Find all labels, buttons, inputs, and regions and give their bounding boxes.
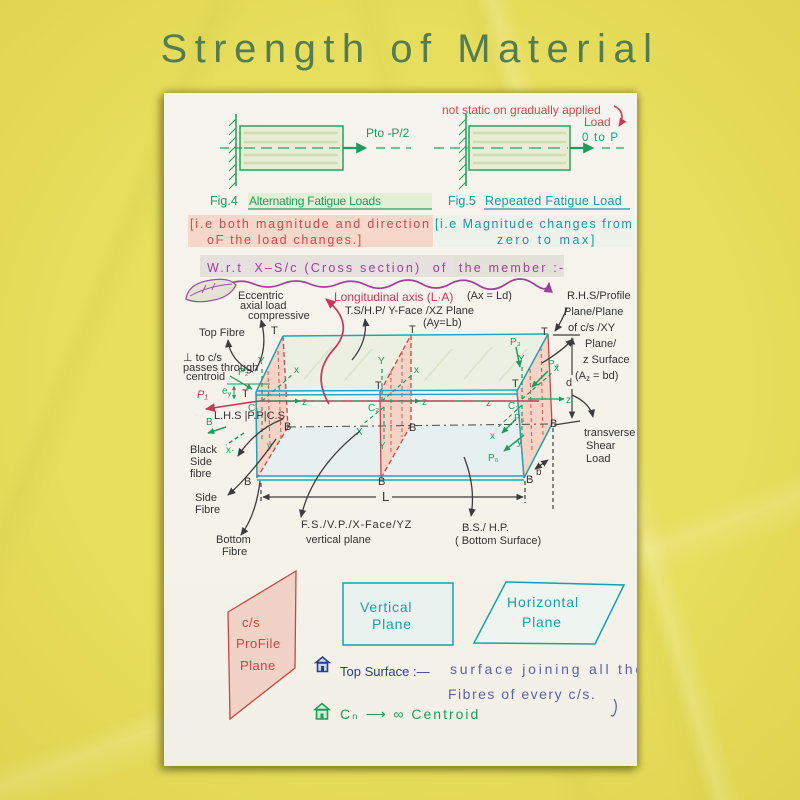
svg-text:X: X bbox=[356, 427, 363, 438]
svg-text:Black: Black bbox=[190, 444, 217, 456]
svg-text:B: B bbox=[206, 417, 213, 428]
svg-text:Cₙ ⟶ ∞ Centroid: Cₙ ⟶ ∞ Centroid bbox=[340, 706, 480, 722]
svg-text:⊥ to c/s: ⊥ to c/s bbox=[183, 352, 222, 364]
svg-text:Side: Side bbox=[195, 492, 217, 504]
svg-text:B: B bbox=[378, 476, 385, 488]
svg-text:transverse: transverse bbox=[584, 427, 635, 439]
svg-text:C₂: C₂ bbox=[368, 403, 379, 414]
svg-text:passes through: passes through bbox=[183, 362, 258, 374]
svg-text:Repeated Fatigue Load: Repeated Fatigue Load bbox=[485, 194, 622, 208]
svg-text:R.H.S/Profile: R.H.S/Profile bbox=[567, 290, 631, 302]
svg-text:Plane/: Plane/ bbox=[585, 338, 617, 350]
svg-text:(Ax = Ld): (Ax = Ld) bbox=[467, 290, 512, 302]
svg-text:vertical plane: vertical plane bbox=[306, 534, 371, 546]
svg-text:P₃: P₃ bbox=[510, 337, 521, 348]
svg-text:centroid: centroid bbox=[186, 371, 225, 383]
svg-text:Eccentric: Eccentric bbox=[238, 290, 284, 302]
svg-text:B: B bbox=[526, 474, 533, 486]
svg-text:Top Surface :—: Top Surface :— bbox=[340, 664, 430, 679]
svg-text:P₆: P₆ bbox=[488, 453, 499, 464]
svg-text:Shear: Shear bbox=[586, 440, 616, 452]
svg-text:[i.e Magnitude changes from: [i.e Magnitude changes from bbox=[435, 217, 633, 231]
svg-text:Vertical: Vertical bbox=[360, 599, 412, 615]
svg-text:Plane/Plane: Plane/Plane bbox=[564, 306, 623, 318]
svg-text:ProFile: ProFile bbox=[236, 636, 281, 651]
svg-text:L: L bbox=[382, 489, 389, 504]
svg-text:Y: Y bbox=[379, 441, 386, 452]
svg-text:zero to max]: zero to max] bbox=[497, 233, 597, 247]
svg-text:P₅: P₅ bbox=[514, 413, 525, 424]
svg-text:z: z bbox=[422, 397, 427, 408]
svg-text:Longitudinal axis (L·A): Longitudinal axis (L·A) bbox=[334, 290, 453, 304]
svg-text:Side: Side bbox=[190, 456, 212, 468]
svg-text:T.S/H.P/ Y-Face /XZ Plane: T.S/H.P/ Y-Face /XZ Plane bbox=[345, 305, 474, 317]
svg-text:L.H.S |P.P|C.S: L.H.S |P.P|C.S bbox=[214, 410, 285, 422]
svg-text:Top Fibre: Top Fibre bbox=[199, 327, 245, 339]
svg-text:Pto -P/2: Pto -P/2 bbox=[366, 126, 410, 140]
svg-text:z: z bbox=[566, 395, 571, 406]
svg-text:z Surface: z Surface bbox=[583, 354, 629, 366]
svg-text:(Ay=Lb): (Ay=Lb) bbox=[423, 317, 462, 329]
svg-text:W.r.t X–S/c (Cross section): W.r.t X–S/c (Cross section) of the membe… bbox=[207, 261, 565, 275]
svg-text:x: x bbox=[490, 431, 495, 442]
svg-text:Horizontal: Horizontal bbox=[507, 594, 579, 610]
svg-text:Load: Load bbox=[584, 115, 611, 129]
svg-text:not static on gradually applie: not static on gradually applied bbox=[442, 103, 601, 117]
svg-text:compressive: compressive bbox=[248, 310, 310, 322]
svg-text:[i.e both magnitude and direct: [i.e both magnitude and direction bbox=[190, 217, 431, 231]
svg-text:F.S./V.P./X-Face/YZ: F.S./V.P./X-Face/YZ bbox=[301, 519, 412, 531]
svg-text:T: T bbox=[512, 378, 519, 390]
svg-text:Plane: Plane bbox=[522, 614, 562, 630]
svg-text:P₄: P₄ bbox=[548, 359, 559, 370]
svg-text:Plane: Plane bbox=[372, 616, 412, 632]
svg-text:Fig.5: Fig.5 bbox=[448, 194, 476, 208]
svg-text:Y: Y bbox=[378, 356, 385, 367]
svg-text:axial load: axial load bbox=[240, 300, 286, 312]
svg-text:oF the load changes.]: oF the load changes.] bbox=[207, 233, 363, 247]
svg-text:x·: x· bbox=[226, 445, 234, 456]
svg-text:T: T bbox=[375, 380, 382, 392]
svg-text:( Bottom Surface): ( Bottom Surface) bbox=[455, 535, 541, 547]
svg-text:x: x bbox=[414, 365, 419, 376]
svg-text:Y: Y bbox=[518, 354, 525, 365]
svg-text:T: T bbox=[242, 388, 249, 400]
svg-text:Fig.4: Fig.4 bbox=[210, 194, 238, 208]
svg-text:x: x bbox=[554, 363, 559, 374]
svg-text:z: z bbox=[302, 397, 307, 408]
svg-text:B: B bbox=[284, 421, 291, 433]
svg-text:Alternating Fatigue Loads: Alternating Fatigue Loads bbox=[249, 194, 381, 208]
svg-text:Plane: Plane bbox=[240, 658, 276, 673]
svg-text:Fibre: Fibre bbox=[222, 546, 247, 558]
svg-text:y: y bbox=[267, 441, 272, 452]
svg-text:Y: Y bbox=[258, 356, 265, 367]
svg-text:Bottom: Bottom bbox=[216, 534, 251, 546]
svg-text:B.S./ H.P.: B.S./ H.P. bbox=[462, 522, 509, 534]
svg-text:c/s: c/s bbox=[242, 615, 260, 630]
svg-text:b: b bbox=[536, 467, 542, 478]
svg-text:(Az = bd): (Az = bd) bbox=[575, 370, 618, 383]
svg-text:P₂: P₂ bbox=[238, 367, 249, 378]
svg-text:C₁: C₁ bbox=[248, 403, 259, 414]
svg-text:0 to P: 0 to P bbox=[582, 132, 619, 144]
svg-text:T: T bbox=[271, 325, 278, 337]
svg-text:y: y bbox=[517, 437, 522, 448]
svg-text:C₃: C₃ bbox=[508, 401, 519, 412]
svg-text:fibre: fibre bbox=[190, 468, 211, 480]
svg-text:Fibre: Fibre bbox=[195, 504, 220, 516]
svg-text:surface joining all the Top: surface joining all the Top bbox=[450, 661, 637, 677]
svg-text:T: T bbox=[541, 326, 548, 338]
svg-text:z: z bbox=[486, 398, 491, 409]
svg-text:B: B bbox=[550, 418, 557, 430]
svg-text:x: x bbox=[294, 365, 299, 376]
svg-text:B: B bbox=[409, 422, 416, 434]
svg-text:Fibres of every c/s.: Fibres of every c/s. bbox=[448, 686, 596, 702]
svg-text:d: d bbox=[566, 377, 572, 389]
svg-text:Load: Load bbox=[586, 453, 610, 465]
svg-text:B: B bbox=[244, 476, 251, 488]
svg-text:T: T bbox=[409, 324, 416, 336]
svg-text:P₁: P₁ bbox=[197, 389, 208, 401]
svg-text:ey: ey bbox=[222, 386, 232, 398]
svg-text:of c/s /XY: of c/s /XY bbox=[568, 322, 616, 334]
